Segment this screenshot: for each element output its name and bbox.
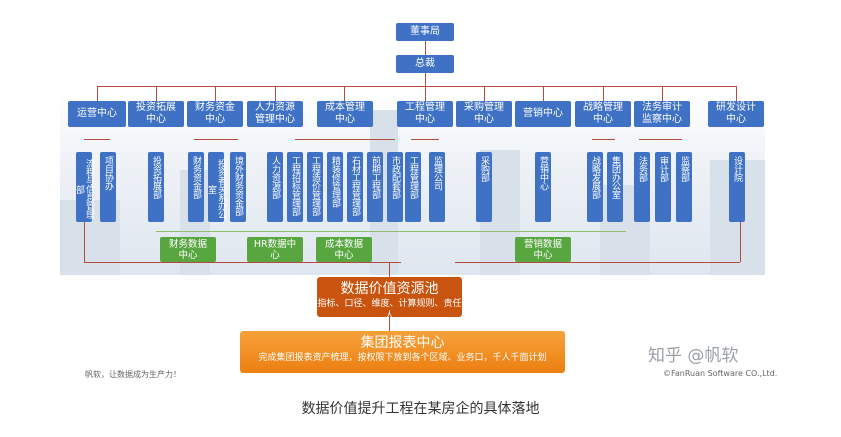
connector-line — [543, 86, 544, 101]
report-title: 集团报表中心 — [360, 335, 445, 351]
connector-line — [639, 139, 682, 140]
connector-line — [84, 222, 85, 262]
dept-engineering-mgmt: 工程管理部 — [405, 152, 421, 222]
dept-finance-capital: 财务资金部 — [188, 152, 204, 222]
dept-fine-decoration: 精装修管理部 — [327, 152, 343, 222]
dept-project-assist: 项目协办 — [100, 152, 116, 222]
connector-line — [344, 86, 345, 101]
center-hr: 人力资源 管理中心 — [247, 101, 303, 127]
cost-data-center: 成本数据 中心 — [316, 237, 372, 262]
zhihu-watermark: 知乎 @帆软 — [648, 346, 739, 366]
connector-line — [97, 86, 98, 101]
dept-investor-relations: 投资者关系办公室 — [206, 152, 226, 222]
dept-stone-engineering: 石材工程管理部 — [347, 152, 363, 222]
connector-line — [484, 86, 485, 101]
group-report-center: 集团报表中心 完成集团报表资产梳理，按权限下放到各个区域、业务口，千人千面计划 — [240, 331, 565, 373]
dept-municipal: 市政配套部 — [387, 152, 403, 222]
connector-line — [455, 262, 740, 263]
dept-legal: 法务部 — [634, 152, 650, 222]
connector-line — [389, 317, 390, 331]
dept-supervision: 监理公司 — [429, 152, 445, 222]
connector-line — [215, 86, 216, 101]
footer-copyright: ©FanRuan Software CO.,Ltd. — [663, 369, 778, 378]
connector-line — [389, 262, 390, 277]
board-box: 董事局 — [396, 23, 454, 41]
data-connector-line — [156, 231, 626, 232]
connector-line — [425, 41, 426, 55]
dept-supervision-inspect: 监察部 — [676, 152, 692, 222]
dept-procurement: 采购部 — [476, 152, 492, 222]
dept-audit: 审计部 — [655, 152, 671, 222]
connector-line — [275, 86, 276, 101]
figure-caption: 数据价值提升工程在某房企的具体落地 — [301, 401, 540, 417]
finance-data-center: 财务数据 中心 — [160, 237, 216, 262]
dept-overseas-finance: 境外财务资金部 — [230, 152, 246, 222]
center-marketing: 营销中心 — [515, 101, 571, 127]
connector-line — [662, 86, 663, 101]
dept-cost-pricing: 工程造价管理部 — [307, 152, 323, 222]
connector-line — [295, 139, 395, 140]
dept-strategy-dev: 战略发展部 — [587, 152, 603, 222]
center-investment: 投资拓展 中心 — [128, 101, 184, 127]
center-cost: 成本管理 中心 — [317, 101, 373, 127]
dept-design-institute: 设计院 — [729, 152, 745, 222]
dept-process-info: 流程与信息管理部 — [74, 152, 94, 222]
dept-marketing: 营销中心 — [535, 152, 551, 222]
connector-line — [411, 139, 439, 140]
center-finance: 财务资金 中心 — [187, 101, 243, 127]
pool-title: 数据价值资源池 — [340, 281, 439, 297]
report-subtitle: 完成集团报表资产梳理，按权限下放到各个区域、业务口，千人千面计划 — [258, 353, 547, 363]
dept-hr: 人力资源部 — [267, 152, 283, 222]
connector-line — [84, 139, 110, 140]
dept-investment: 投资拓展部 — [148, 152, 164, 222]
center-legal-audit: 法务审计 监察中心 — [634, 101, 690, 127]
connector-line — [84, 262, 401, 263]
connector-line — [425, 86, 426, 101]
connector-line — [194, 139, 238, 140]
dept-bidding: 工程招标管理部 — [287, 152, 303, 222]
pool-subtitle: 指标、口径、维度、计算规则、责任人 — [317, 299, 462, 321]
center-operations: 运营中心 — [68, 101, 126, 127]
connector-line — [736, 86, 737, 101]
center-engineering: 工程管理 中心 — [397, 101, 453, 127]
dept-preliminary: 前期工程部 — [367, 152, 383, 222]
connector-line — [425, 73, 426, 86]
footer-slogan: 帆软，让数据成为生产力！ — [85, 370, 181, 379]
data-value-pool: 数据价值资源池 指标、口径、维度、计算规则、责任人 — [317, 277, 462, 321]
connector-line — [97, 86, 737, 87]
dept-group-office: 集团办公室 — [607, 152, 623, 222]
connector-line — [603, 86, 604, 101]
hr-data-center: HR数据中 心 — [247, 237, 303, 262]
center-procurement: 采购管理 中心 — [456, 101, 512, 127]
center-rnd-design: 研发设计 中心 — [708, 101, 764, 127]
connector-line — [156, 86, 157, 101]
ceo-box: 总裁 — [396, 55, 454, 73]
center-strategy: 战略管理 中心 — [575, 101, 631, 127]
connector-line — [592, 139, 615, 140]
marketing-data-center: 营销数据 中心 — [515, 237, 571, 262]
connector-line — [740, 222, 741, 262]
